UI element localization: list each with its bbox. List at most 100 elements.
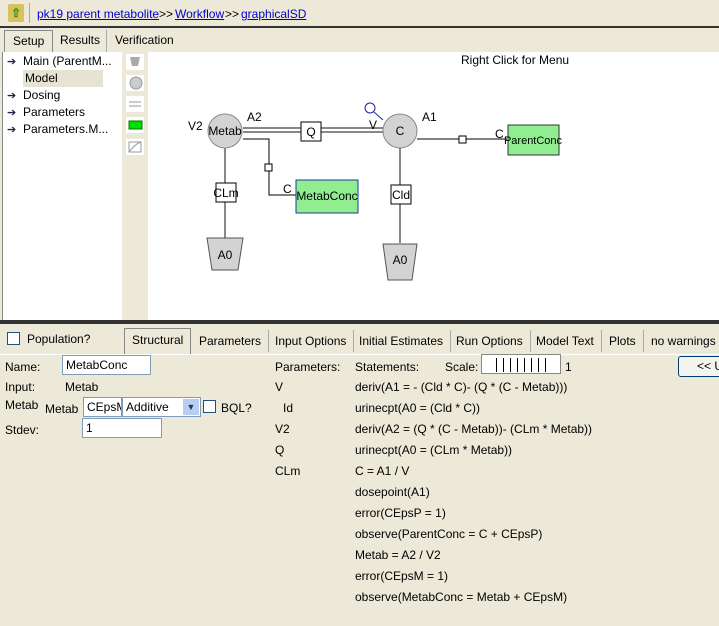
collapse-button[interactable]: << U (678, 356, 719, 377)
statement-line: dosepoint(A1) (355, 485, 430, 499)
tab-model-text[interactable]: Model Text (529, 330, 602, 352)
metab-label-2: Metab (45, 402, 79, 416)
statement-line: deriv(A2 = (Q * (C - Metab))- (CLm * Met… (355, 422, 593, 436)
breadcrumb-separator: >> (225, 7, 240, 21)
model-tree: ➔ Main (ParentM... Model ➔ Dosing ➔ Paramet… (2, 52, 122, 320)
module-icon: ➔ (7, 124, 17, 136)
label-a1: A1 (422, 110, 437, 124)
model-canvas[interactable]: Right Click for Menu Metab A2 V2 C A1 V … (148, 52, 719, 320)
compartment-tool-icon[interactable] (126, 75, 144, 91)
module-icon: ➔ (7, 56, 17, 68)
tree-item-label: Main (ParentM... (23, 54, 112, 68)
statement-line: urinecpt(A0 = (CLm * Metab)) (355, 443, 513, 457)
observation-parentconc[interactable]: ParentConc (504, 124, 563, 156)
module-icon: ➔ (7, 107, 17, 119)
flow-box-clm[interactable]: CLm (213, 182, 239, 203)
tab-plots[interactable]: Plots (602, 330, 644, 352)
top-tabs: Setup Results Verification (0, 30, 719, 52)
tab-baseline (0, 354, 719, 355)
chevron-down-icon[interactable]: ▼ (183, 399, 199, 415)
tab-warnings[interactable]: no warnings (651, 334, 716, 348)
breadcrumb-separator: >> (159, 7, 174, 21)
statement-line: observe(MetabConc = Metab + CEpsM) (355, 590, 568, 604)
label-a2: A2 (247, 110, 262, 124)
elimination-tool-icon[interactable] (126, 54, 144, 70)
tree-item-model[interactable]: Model (23, 70, 103, 87)
tab-input-options[interactable]: Input Options (268, 330, 355, 352)
svg-text:ParentConc: ParentConc (504, 135, 563, 147)
tree-item-parameters[interactable]: ➔ Parameters (7, 104, 85, 121)
tree-item-dosing[interactable]: ➔ Dosing (7, 87, 60, 104)
splitter[interactable] (0, 320, 719, 324)
observation-tool-icon[interactable] (126, 117, 144, 133)
observation-metabconc[interactable]: MetabConc (295, 179, 359, 214)
compartment-metab[interactable]: Metab (207, 113, 243, 149)
population-label: Population? (27, 332, 91, 346)
toolbar-divider (29, 3, 30, 23)
svg-text:Q: Q (306, 125, 315, 139)
tree-item-parameters-m[interactable]: ➔ Parameters.M... (7, 121, 108, 138)
shape-palette (122, 52, 148, 320)
flow-box-cld[interactable]: Cld (390, 184, 412, 205)
canvas-hint: Right Click for Menu (461, 53, 570, 67)
curve-tool-icon[interactable] (126, 139, 144, 155)
scale-label: Scale: (445, 360, 479, 374)
input-value: Metab (65, 380, 99, 394)
breadcrumb-project[interactable]: pk19 parent metabolite (37, 7, 160, 21)
svg-text:CLm: CLm (213, 186, 238, 200)
statement-line: error(CEpsP = 1) (355, 506, 446, 520)
input-label: Input: (5, 380, 36, 394)
error-model-value: Additive (126, 400, 169, 414)
statement-line: C = A1 / V (355, 464, 410, 478)
svg-text:C: C (396, 124, 405, 138)
tab-structural[interactable]: Structural (124, 328, 192, 354)
breadcrumb-current[interactable]: graphicalSD (241, 7, 307, 21)
error-model-select[interactable]: Additive ▼ (122, 397, 201, 417)
tree-item-label: Model (25, 71, 58, 85)
statement-line: error(CEpsM = 1) (355, 569, 449, 583)
tab-parameters[interactable]: Parameters (192, 330, 270, 352)
tree-item-label: Parameters.M... (23, 122, 109, 136)
link-handle[interactable] (458, 135, 467, 144)
tab-verification[interactable]: Verification (106, 30, 182, 52)
search-icon[interactable] (364, 102, 384, 121)
tree-item-label: Dosing (23, 88, 61, 102)
label-c: C (495, 127, 504, 141)
tab-setup[interactable]: Setup (4, 30, 54, 52)
stdev-label: Stdev: (5, 423, 40, 437)
svg-text:A0: A0 (393, 253, 408, 267)
label-c: C (283, 182, 292, 196)
parameter-item[interactable]: Id (283, 401, 294, 415)
link-handle[interactable] (264, 163, 273, 172)
name-input[interactable]: MetabConc (62, 355, 151, 375)
stdev-input[interactable]: 1 (82, 418, 162, 438)
population-checkbox[interactable] (7, 332, 20, 345)
tree-item-main[interactable]: ➔ Main (ParentM... (7, 53, 112, 70)
label-v2: V2 (188, 119, 203, 133)
label-v: V (369, 118, 377, 132)
metab-label: Metab (5, 398, 39, 412)
parameter-item[interactable]: V (275, 380, 284, 394)
compartment-c[interactable]: C (382, 113, 418, 149)
parameter-item[interactable]: Q (275, 443, 285, 457)
parameter-item[interactable]: V2 (275, 422, 290, 436)
tab-results[interactable]: Results (60, 33, 101, 47)
tree-item-label: Parameters (23, 105, 86, 119)
elimination-a0-left[interactable]: A0 (206, 237, 244, 271)
parameter-item[interactable]: CLm (275, 464, 301, 478)
flow-tool-icon[interactable] (126, 96, 144, 112)
module-icon: ➔ (7, 90, 17, 102)
flow-box-q[interactable]: Q (300, 121, 322, 142)
svg-text:MetabConc: MetabConc (296, 189, 357, 203)
breadcrumb-workflow[interactable]: Workflow (175, 7, 225, 21)
statement-line: Metab = A2 / V2 (355, 548, 441, 562)
parameters-header: Parameters: (275, 360, 341, 374)
tab-initial-estimates[interactable]: Initial Estimates (352, 330, 452, 352)
elimination-a0-right[interactable]: A0 (382, 243, 418, 281)
breadcrumb-bar: ⇧ pk19 parent metabolite >> Workflow >> … (0, 0, 719, 28)
scale-slider[interactable] (481, 354, 561, 374)
epsilon-input[interactable]: CEpsM (83, 397, 122, 417)
up-folder-icon[interactable]: ⇧ (8, 4, 24, 22)
tab-run-options[interactable]: Run Options (449, 330, 531, 352)
bql-checkbox[interactable] (203, 400, 216, 413)
